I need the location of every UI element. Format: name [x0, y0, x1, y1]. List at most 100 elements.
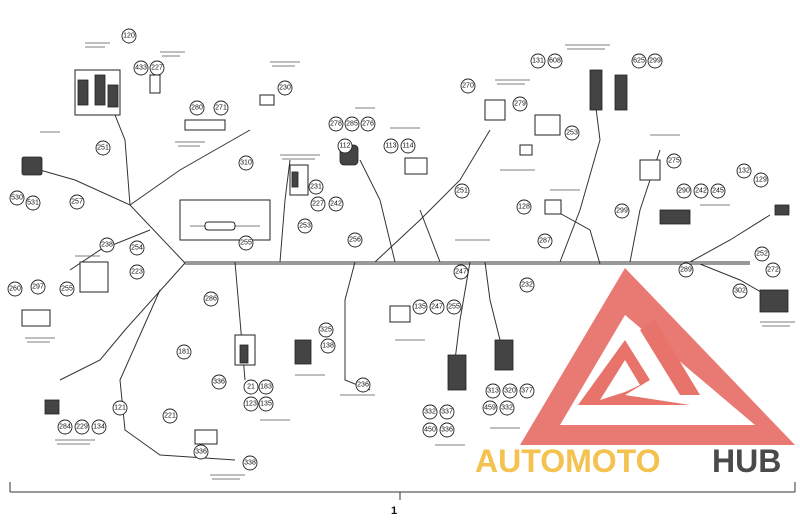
svg-text:253: 253 — [299, 223, 311, 230]
svg-text:138: 138 — [322, 343, 334, 350]
svg-text:276: 276 — [362, 121, 374, 128]
svg-text:128: 128 — [518, 204, 530, 211]
callout-236: 236 — [355, 377, 371, 393]
callout-245: 245 — [710, 183, 726, 199]
svg-text:230: 230 — [279, 85, 291, 92]
callout-257: 257 — [69, 194, 85, 210]
callout-131: 131 — [530, 53, 546, 69]
svg-text:114: 114 — [402, 143, 413, 150]
callout-132: 132 — [736, 163, 752, 179]
svg-text:325: 325 — [320, 327, 332, 334]
svg-text:112: 112 — [339, 143, 350, 150]
svg-text:113: 113 — [385, 143, 396, 150]
callout-286: 286 — [203, 291, 219, 307]
callout-229: 229 — [74, 419, 90, 435]
svg-text:287: 287 — [539, 238, 551, 245]
svg-text:255: 255 — [240, 240, 252, 247]
svg-text:247: 247 — [431, 304, 443, 311]
watermark-logo — [520, 268, 795, 445]
svg-text:256: 256 — [349, 237, 361, 244]
callout-325: 325 — [318, 322, 334, 338]
svg-text:290: 290 — [678, 188, 690, 195]
svg-text:270: 270 — [462, 83, 474, 90]
callout-183: 183 — [258, 379, 274, 395]
callout-138: 138 — [320, 338, 336, 354]
svg-text:608: 608 — [549, 58, 561, 65]
callout-302: 302 — [732, 283, 748, 299]
svg-text:275: 275 — [668, 158, 680, 165]
svg-text:252: 252 — [756, 251, 768, 258]
svg-text:332: 332 — [424, 409, 436, 416]
svg-text:134: 134 — [93, 424, 105, 431]
svg-text:332: 332 — [501, 405, 513, 412]
svg-text:377: 377 — [521, 388, 533, 395]
svg-text:247: 247 — [455, 269, 467, 276]
callout-278: 278 — [328, 116, 344, 132]
callout-247b: 247 — [453, 264, 469, 280]
callout-276: 276 — [360, 116, 376, 132]
svg-text:242: 242 — [330, 201, 342, 208]
callout-332b: 332 — [499, 400, 515, 416]
svg-text:223: 223 — [131, 269, 143, 276]
svg-text:320: 320 — [504, 388, 516, 395]
callout-337: 337 — [439, 404, 455, 420]
callout-231: 231 — [308, 179, 324, 195]
callout-121: 121 — [112, 400, 128, 416]
svg-text:336: 336 — [195, 449, 207, 456]
callout-284: 284 — [57, 419, 73, 435]
svg-text:450: 450 — [424, 427, 436, 434]
svg-text:337: 337 — [441, 409, 453, 416]
callout-459: 459 — [482, 400, 498, 416]
callout-287: 287 — [537, 233, 553, 249]
callout-275: 275 — [666, 153, 682, 169]
callout-270: 270 — [460, 78, 476, 94]
callout-332: 332 — [422, 404, 438, 420]
callout-230: 230 — [277, 80, 293, 96]
callout-338: 338 — [242, 455, 258, 471]
callout-336: 336 — [211, 374, 227, 390]
svg-text:121: 121 — [114, 405, 126, 412]
svg-text:278: 278 — [330, 121, 342, 128]
callout-530: 530 — [9, 190, 25, 206]
svg-text:227: 227 — [151, 65, 163, 72]
svg-text:272: 272 — [767, 267, 779, 274]
svg-text:284: 284 — [59, 424, 71, 431]
callout-280: 280 — [189, 100, 205, 116]
callout-255: 255 — [59, 281, 75, 297]
svg-text:135: 135 — [260, 401, 272, 408]
reference-number: 1 — [391, 505, 398, 517]
components — [21, 69, 790, 445]
svg-text:338: 338 — [244, 460, 256, 467]
callout-313: 313 — [485, 383, 501, 399]
svg-text:251: 251 — [456, 188, 468, 195]
svg-text:221: 221 — [164, 413, 176, 420]
svg-text:123: 123 — [245, 401, 257, 408]
callout-531: 531 — [25, 195, 41, 211]
callout-251b: 251 — [454, 183, 470, 199]
callout-625: 625 — [631, 53, 647, 69]
svg-text:129: 129 — [755, 177, 767, 184]
callout-123: 123 — [243, 396, 259, 412]
callout-242b: 242 — [693, 183, 709, 199]
svg-text:279: 279 — [514, 101, 526, 108]
callout-336b: 336 — [193, 444, 209, 460]
callout-238: 238 — [99, 237, 115, 253]
callout-299b: 299 — [614, 203, 630, 219]
callout-129: 129 — [753, 172, 769, 188]
callout-255b: 255 — [446, 299, 462, 315]
bottom-bracket — [9, 482, 796, 500]
svg-text:251: 251 — [97, 145, 109, 152]
svg-text:245: 245 — [712, 188, 724, 195]
callout-289: 289 — [678, 262, 694, 278]
callout-227b: 227 — [310, 196, 326, 212]
callout-256: 256 — [347, 232, 363, 248]
callout-254: 254 — [129, 240, 145, 256]
svg-text:253: 253 — [566, 130, 578, 137]
svg-text:238: 238 — [101, 242, 113, 249]
caption-marks — [25, 42, 795, 480]
svg-text:120: 120 — [123, 33, 135, 40]
callout-608: 608 — [547, 53, 563, 69]
svg-text:135: 135 — [414, 304, 426, 311]
callout-114: 114 — [400, 138, 416, 154]
